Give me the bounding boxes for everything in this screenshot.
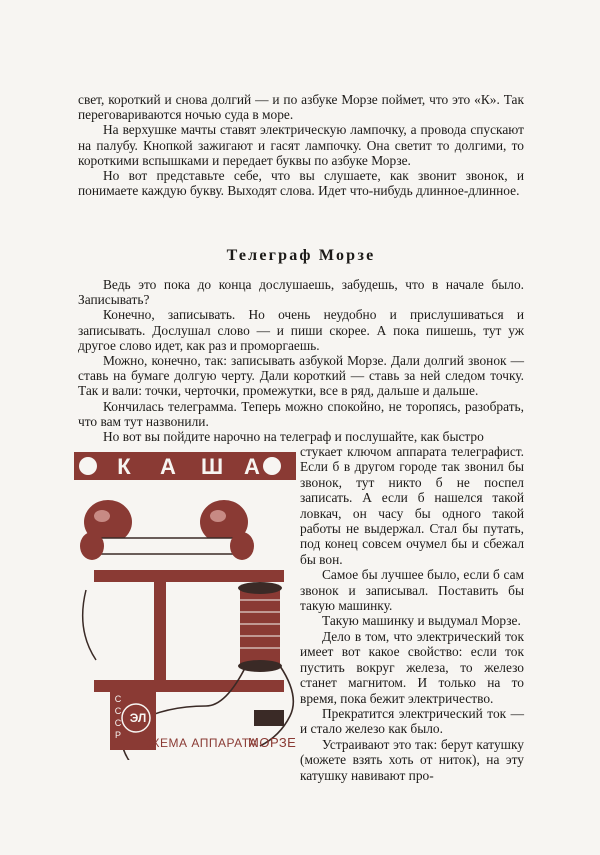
paragraph: На верхушке мачты ставят электрическую л… [78, 122, 524, 168]
paragraph: Дело в том, что электрический ток имеет … [300, 628, 524, 706]
figure-caption-name: МОРЗЕ [248, 735, 297, 750]
figure-caption: СХЕМА АППАРАТА [143, 736, 258, 750]
paragraph: свет, короткий и снова долгий — и по азб… [78, 92, 524, 123]
banner-letter: А [244, 454, 260, 479]
banner-letter: А [160, 454, 176, 479]
paragraph: Но вот вы пойдите нарочно на телеграф и … [103, 429, 484, 445]
section-title: Телеграф Морзе [226, 247, 376, 264]
paragraph: Но вот представьте себе, что вы слушаете… [78, 168, 524, 199]
banner-letter: К [117, 454, 131, 479]
stamp-letter: Р [115, 730, 121, 740]
telegraph-key [254, 710, 284, 726]
frame-post [154, 580, 166, 680]
morse-apparatus-illustration: К А Ш А С [74, 452, 296, 760]
top-text-block: свет, короткий и снова долгий — и по азб… [78, 92, 524, 198]
paragraph: стукает ключом аппарата телеграфист. Есл… [300, 444, 524, 567]
paragraph: Конечно, записывать. Но очень неудобно и… [78, 307, 524, 353]
stamp [110, 684, 156, 750]
coil [240, 588, 280, 666]
banner-dot-right [263, 457, 281, 475]
paragraph: Ведь это пока до конца дослушаешь, забуд… [78, 277, 524, 308]
banner-letter: Ш [201, 454, 223, 479]
stamp-letter: С [115, 718, 122, 728]
paragraph: Такую машинку и выдумал Морзе. [322, 613, 521, 629]
paragraph: Самое бы лучшее было, если б сам звонок … [300, 567, 524, 614]
frame-top [94, 570, 284, 582]
right-column-text: стукает ключом аппарата телеграфист. Есл… [300, 444, 524, 783]
stamp-letter: С [115, 694, 122, 704]
stamp-letter: С [115, 706, 122, 716]
paragraph: Прекратится электрический ток — и стало … [300, 705, 524, 737]
paragraph: Кончилась телеграмма. Теперь можно споко… [78, 398, 524, 429]
banner-dot-left [79, 457, 97, 475]
banner-bar [74, 452, 296, 480]
stamp-mark: ЭЛ [130, 711, 147, 725]
bell-right [200, 500, 248, 544]
paragraph: Устраивают это так: берут катушку (может… [300, 736, 524, 783]
paragraph: Можно, конечно, так: записывать азбукой … [78, 353, 524, 399]
section-text-block: Ведь это пока до конца дослушаешь, забуд… [78, 277, 524, 444]
cross-bar [91, 537, 243, 555]
